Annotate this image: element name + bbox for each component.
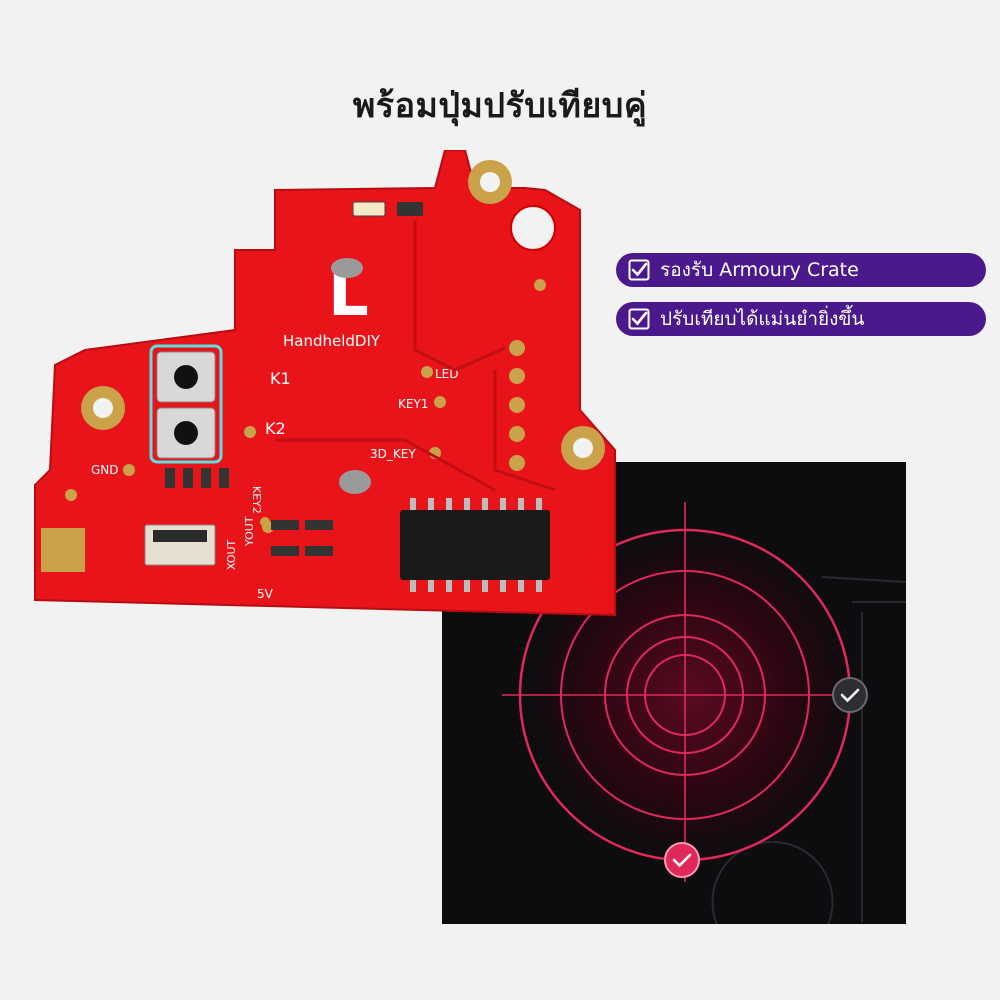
check-square-icon	[628, 259, 650, 281]
button-k1[interactable]	[156, 351, 216, 403]
calibration-screen	[442, 462, 906, 924]
feature-badge-calibration: ปรับเทียบได้แม่นยำยิ่งขึ้น	[616, 302, 986, 336]
label-3d-key: 3D_KEY	[370, 447, 416, 461]
label-xout: XOUT	[225, 539, 238, 570]
label-led: LED	[435, 367, 459, 381]
resistor-component	[397, 202, 423, 216]
feature-badge-label: รองรับ Armoury Crate	[660, 259, 859, 281]
calibration-point-active[interactable]	[664, 842, 700, 878]
solder-blob	[339, 470, 371, 494]
check-square-icon	[628, 308, 650, 330]
label-k2: K2	[265, 419, 286, 438]
solder-blob	[331, 258, 363, 278]
label-5v: 5V	[257, 587, 274, 601]
mounting-holes	[81, 160, 605, 470]
button-k2[interactable]	[156, 407, 216, 459]
label-key1: KEY1	[398, 397, 428, 411]
test-pads	[65, 279, 546, 533]
gold-pad	[41, 528, 85, 572]
pcb-brand: HandheldDIY	[283, 332, 381, 350]
faint-device-outline	[711, 576, 906, 924]
page-heading: พร้อมปุ่มปรับเทียบคู่	[352, 86, 648, 126]
feature-badge-label: ปรับเทียบได้แม่นยำยิ่งขึ้น	[660, 308, 865, 330]
ic-chip	[400, 498, 550, 592]
check-icon	[672, 853, 692, 868]
calibration-buttons-highlight	[149, 344, 223, 464]
label-k1: K1	[270, 369, 291, 388]
feature-badge-armoury-crate: รองรับ Armoury Crate	[616, 253, 986, 287]
label-yout: YOUT	[243, 516, 256, 547]
pcb-traces	[275, 220, 556, 492]
check-icon	[840, 688, 860, 703]
calibration-point-grey[interactable]	[832, 677, 868, 713]
label-key2: KEY2	[250, 486, 263, 514]
label-gnd: GND	[91, 463, 119, 477]
ribbon-connector-slot	[153, 530, 207, 542]
led-component	[352, 201, 386, 217]
smd-components	[165, 468, 333, 556]
pcb-board: L HandheldDIY K1 K2 LED KEY1 3D_KEY GND …	[34, 150, 616, 617]
